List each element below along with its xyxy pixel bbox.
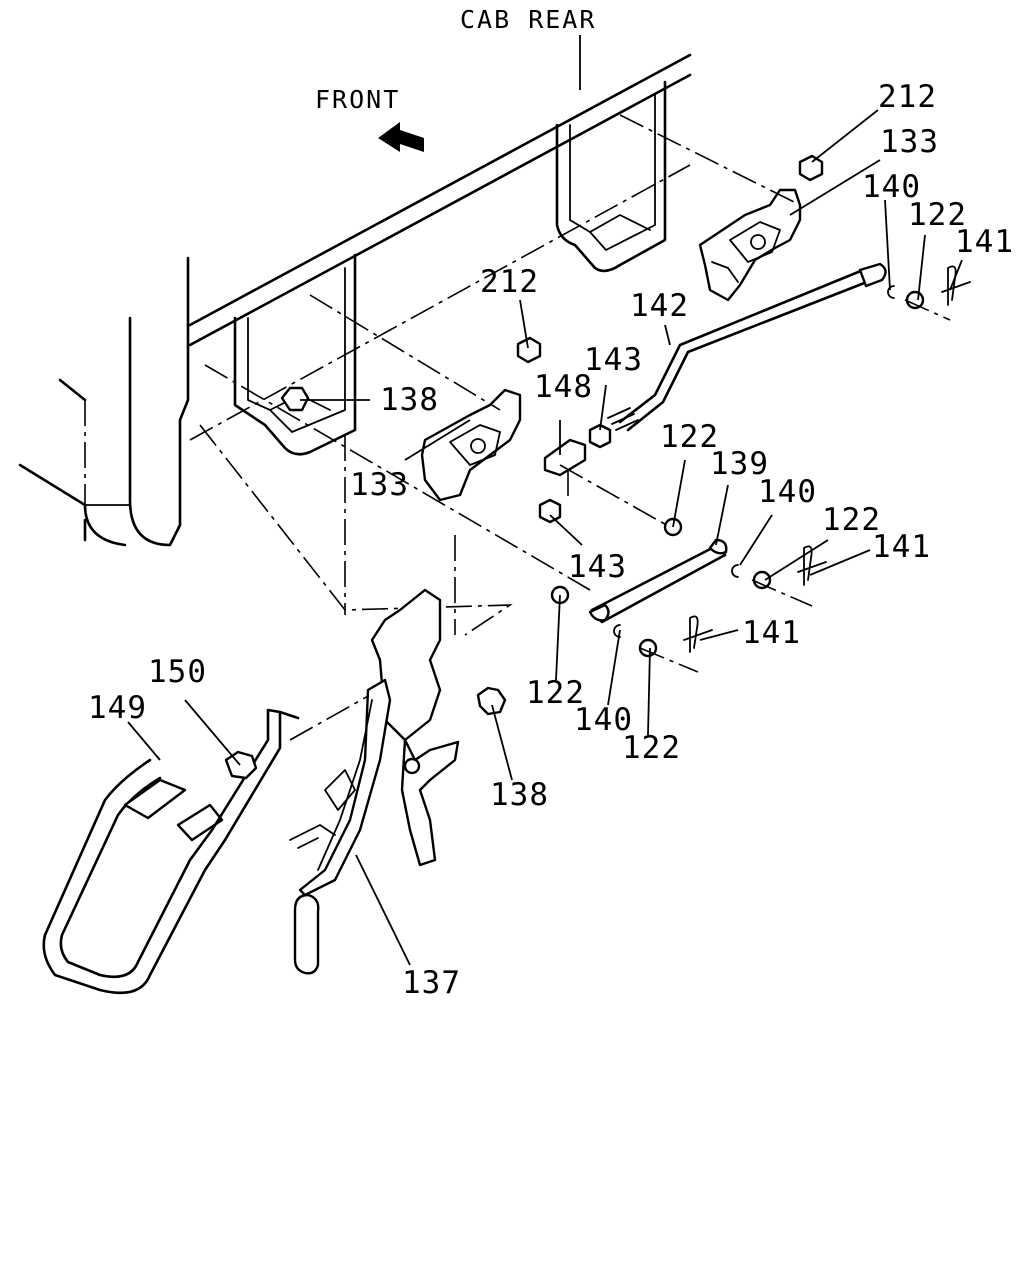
pin-141-upper <box>941 265 971 306</box>
callout-212-upper: 212 <box>878 79 937 115</box>
plate-148 <box>543 438 587 477</box>
callout-122-right: 122 <box>822 502 881 538</box>
callout-142: 142 <box>630 288 689 324</box>
callout-140-upper: 140 <box>862 169 921 205</box>
callout-138-lower: 138 <box>490 777 549 813</box>
callout-122-lower: 122 <box>622 730 681 766</box>
callout-212-lower: 212 <box>480 264 539 300</box>
callout-139: 139 <box>710 446 769 482</box>
callout-122-upper: 122 <box>908 197 967 233</box>
callout-140-lower: 140 <box>574 702 633 738</box>
nut-212-lower <box>516 336 542 364</box>
callout-140-mid: 140 <box>758 474 817 510</box>
callout-141-mid: 141 <box>872 529 931 565</box>
callout-122-mid: 122 <box>660 419 719 455</box>
rod-142 <box>607 262 887 432</box>
callout-141-lower: 141 <box>742 615 801 651</box>
step-149 <box>42 708 300 995</box>
washer-122-upper <box>905 290 925 310</box>
front-label: FRONT <box>315 85 400 114</box>
lever-137 <box>289 588 460 975</box>
bolt-150 <box>224 750 258 780</box>
callout-141-upper: 141 <box>955 224 1014 260</box>
bracket-133-lower <box>420 388 522 502</box>
callout-122-lower-left: 122 <box>526 675 585 711</box>
front-arrow-icon <box>378 122 424 152</box>
callout-150: 150 <box>148 654 207 690</box>
callout-138-upper: 138 <box>380 382 439 418</box>
callout-149: 149 <box>88 690 147 726</box>
bolt-138-upper <box>280 386 310 412</box>
callout-133-upper: 133 <box>880 124 939 160</box>
cab-rear-frame <box>18 53 692 547</box>
bolt-138-lower <box>476 686 507 716</box>
bracket-133-upper <box>698 188 802 302</box>
callout-133-lower: 133 <box>350 467 409 503</box>
nut-143-lower <box>538 498 562 524</box>
pin-141-mid <box>797 545 827 586</box>
callout-143-upper: 143 <box>584 342 643 378</box>
cab-rear-label: CAB REAR <box>460 5 596 34</box>
nut-212-upper <box>798 154 824 182</box>
callout-148: 148 <box>534 369 593 405</box>
callout-137: 137 <box>402 965 461 1001</box>
leader-lines <box>127 35 963 966</box>
link-139 <box>588 538 728 624</box>
e-clip-140-upper <box>887 285 895 299</box>
callout-143-lower: 143 <box>568 549 627 585</box>
washer-122-right <box>752 570 772 590</box>
pin-141-lower <box>683 615 713 653</box>
e-clip-140-mid <box>731 564 739 578</box>
